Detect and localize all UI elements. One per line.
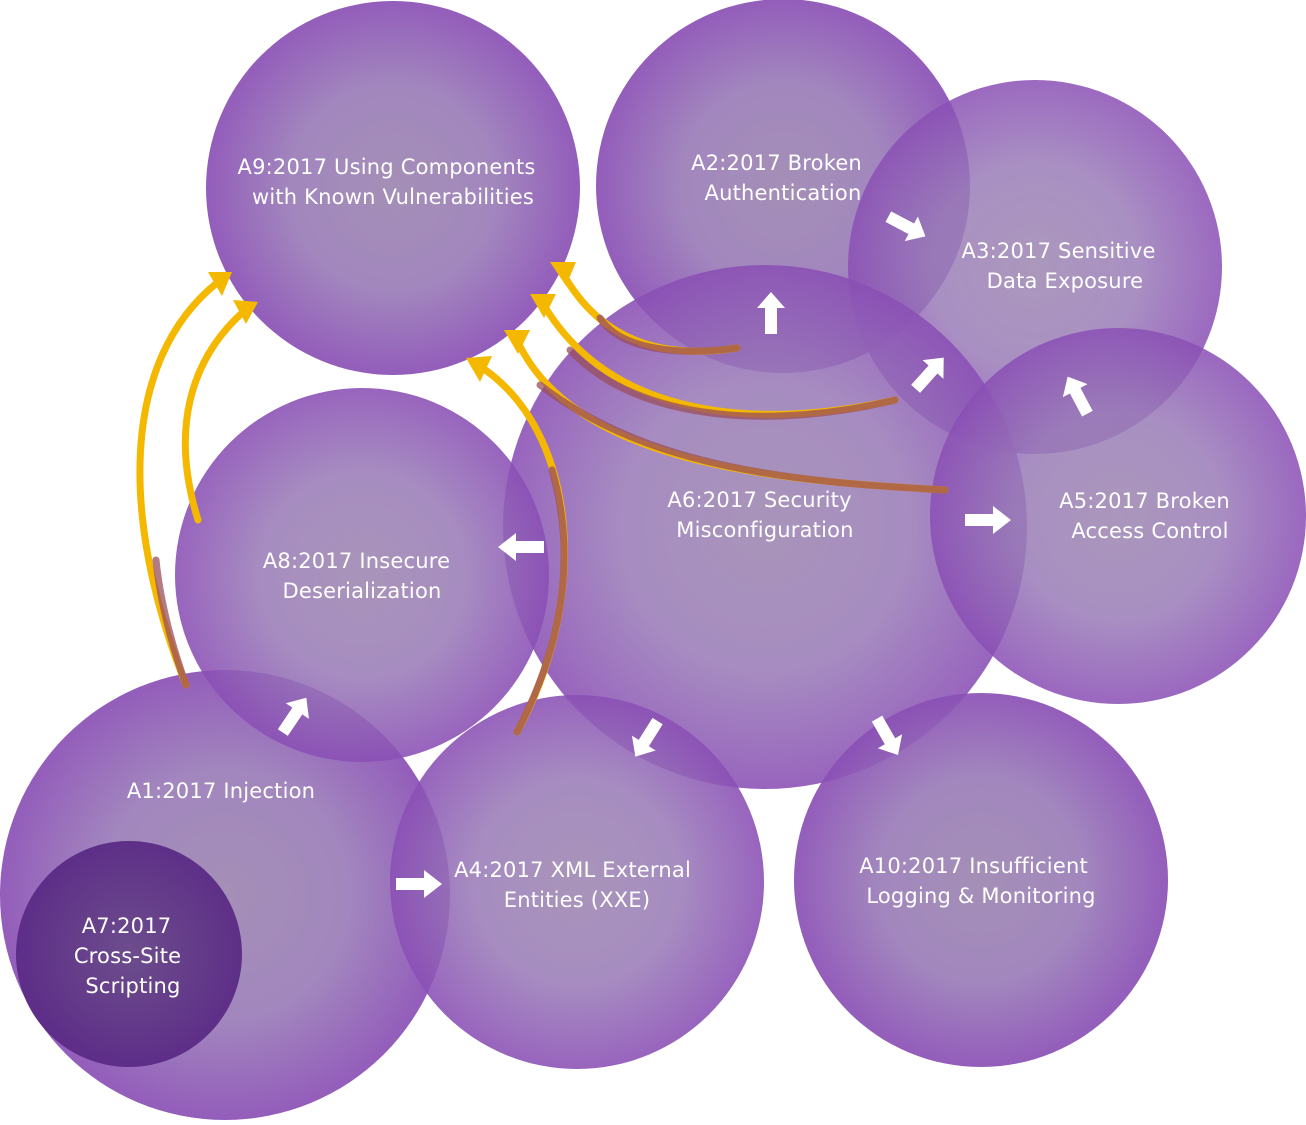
circle-a9 [206, 1, 580, 375]
shadow-a2 [596, 314, 741, 355]
circle-a7 [16, 841, 242, 1067]
label-a2-line2: Authentication [705, 181, 862, 205]
label-a7-line2: Cross-Site [74, 944, 181, 968]
arrow-a2-to-a3 [885, 211, 926, 242]
arrowhead-a2 [550, 262, 576, 286]
arrowhead-a3 [530, 294, 556, 318]
arrow-a1-to-a4 [396, 870, 442, 898]
label-a7-line3: Scripting [85, 974, 180, 998]
label-a9-line2: with Known Vulnerabilities [252, 185, 534, 209]
label-a8-line1: A8:2017 Insecure [263, 549, 450, 573]
arrow-a1-to-a9-inner [181, 308, 247, 524]
white-arrows [277, 211, 1093, 898]
arrow-a6-to-a4 [631, 717, 663, 757]
label-a7-line1: A7:2017 [82, 914, 172, 938]
label-a4-line1: A4:2017 XML External [454, 858, 691, 882]
arrow-a5-to-a3 [1062, 376, 1093, 417]
label-a3: A3:2017 Sensitive Data Exposure [962, 239, 1163, 293]
label-a2: A2:2017 Broken Authentication [691, 151, 869, 205]
label-a8-line2: Deserialization [282, 579, 441, 603]
shadow-a1-outer [152, 556, 190, 689]
label-a10-line1: A10:2017 Insufficient [859, 854, 1088, 878]
arrow-a6-to-a5 [965, 506, 1011, 534]
arrowhead-a4 [466, 356, 492, 382]
arrow-shadows [152, 314, 949, 736]
arrow-a6-to-a3 [911, 357, 944, 393]
yellow-arrowheads [208, 262, 576, 382]
label-a1-line1: A1:2017 Injection [127, 779, 315, 803]
arrow-a6-to-a8 [498, 533, 544, 561]
label-a6-line2: Misconfiguration [676, 518, 853, 542]
label-a5-line1: A5:2017 Broken [1059, 489, 1230, 513]
label-a5: A5:2017 Broken Access Control [1059, 489, 1237, 543]
label-a3-line2: Data Exposure [987, 269, 1144, 293]
circle-a4 [390, 695, 764, 1069]
shadow-a5 [536, 381, 949, 494]
label-a5-line2: Access Control [1071, 519, 1228, 543]
label-a6: A6:2017 Security Misconfiguration [667, 488, 858, 542]
arrowhead-a1-inner [233, 300, 258, 324]
circle-a10 [794, 693, 1168, 1067]
arrowhead-a5 [504, 330, 530, 354]
label-a6-line1: A6:2017 Security [667, 488, 851, 512]
label-a1: A1:2017 Injection [127, 779, 315, 803]
shadow-a3 [566, 346, 899, 420]
label-a7: A7:2017 Cross-Site Scripting [74, 914, 188, 998]
arrow-a6-to-a10 [871, 715, 903, 756]
label-a10-line2: Logging & Monitoring [866, 884, 1095, 908]
circle-a5 [930, 328, 1306, 704]
label-a9-line1: A9:2017 Using Components [238, 155, 536, 179]
labels: A9:2017 Using Components with Known Vuln… [74, 151, 1237, 998]
label-a3-line1: A3:2017 Sensitive [962, 239, 1156, 263]
arrow-a6-to-a2 [757, 292, 785, 334]
label-a10: A10:2017 Insufficient Logging & Monitori… [859, 854, 1095, 908]
circle-a8 [175, 388, 549, 762]
label-a4-line2: Entities (XXE) [504, 888, 650, 912]
label-a9: A9:2017 Using Components with Known Vuln… [238, 155, 543, 209]
label-a4: A4:2017 XML External Entities (XXE) [454, 858, 698, 912]
label-a8: A8:2017 Insecure Deserialization [263, 549, 457, 603]
arrowhead-a1-outer [208, 272, 232, 296]
label-a2-line1: A2:2017 Broken [691, 151, 862, 175]
shadow-a4 [513, 466, 568, 736]
arrow-a1-to-a8 [277, 697, 309, 736]
